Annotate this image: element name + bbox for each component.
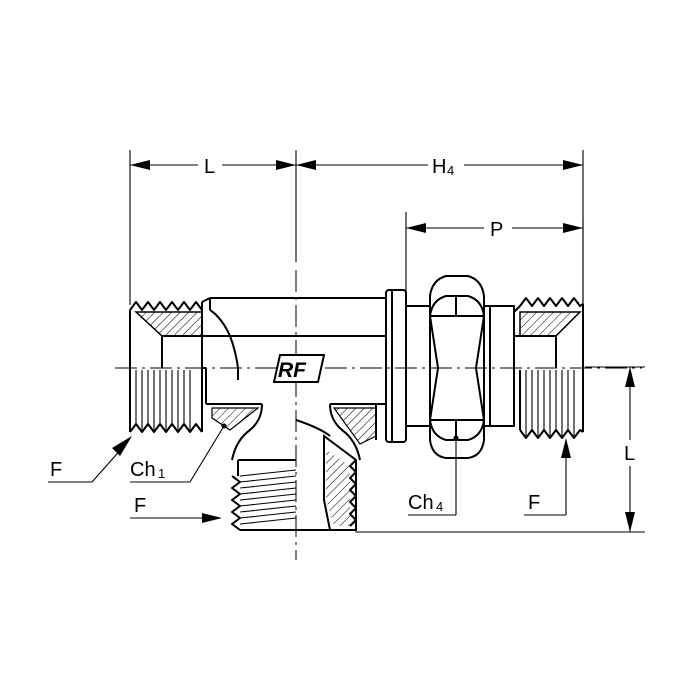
callout-thread-right: F [524,438,571,516]
dimension-L-top: L [130,150,296,178]
dimension-P: P [406,214,583,241]
callout-thread-bottom: F [130,495,222,523]
callout-F-right: F [528,492,540,514]
callout-Ch1-sub: 1 [158,466,165,481]
logo-text: RF [278,359,307,382]
callout-Ch1-label: Ch [130,459,156,481]
right-threaded-end [513,297,584,439]
dim-label-H-sub: 4 [447,163,454,178]
extension-lines [129,150,645,533]
bottom-threaded-branch [231,434,357,531]
rf-logo: RF [272,354,326,383]
dimension-L-right: L [620,367,640,532]
callout-F-left: F [50,459,62,481]
dim-label-H: H [432,156,446,178]
hex-lock-nut [429,275,515,459]
callout-F-bottom: F [134,495,146,517]
callout-thread-left: F [48,436,132,483]
callout-chamfer-nut: Ch 4 [408,435,459,516]
tee-body [202,297,387,461]
bulkhead-washer [385,289,431,443]
left-threaded-end [129,297,238,433]
dim-label-L: L [204,156,215,178]
callout-chamfer-body: Ch 1 [130,423,227,483]
dim-label-P: P [490,219,503,241]
callout-Ch4-sub: 4 [436,499,443,514]
callout-Ch4-label: Ch [408,492,434,514]
dimension-H4: H 4 [296,150,583,178]
dim-label-L-right: L [624,443,635,465]
